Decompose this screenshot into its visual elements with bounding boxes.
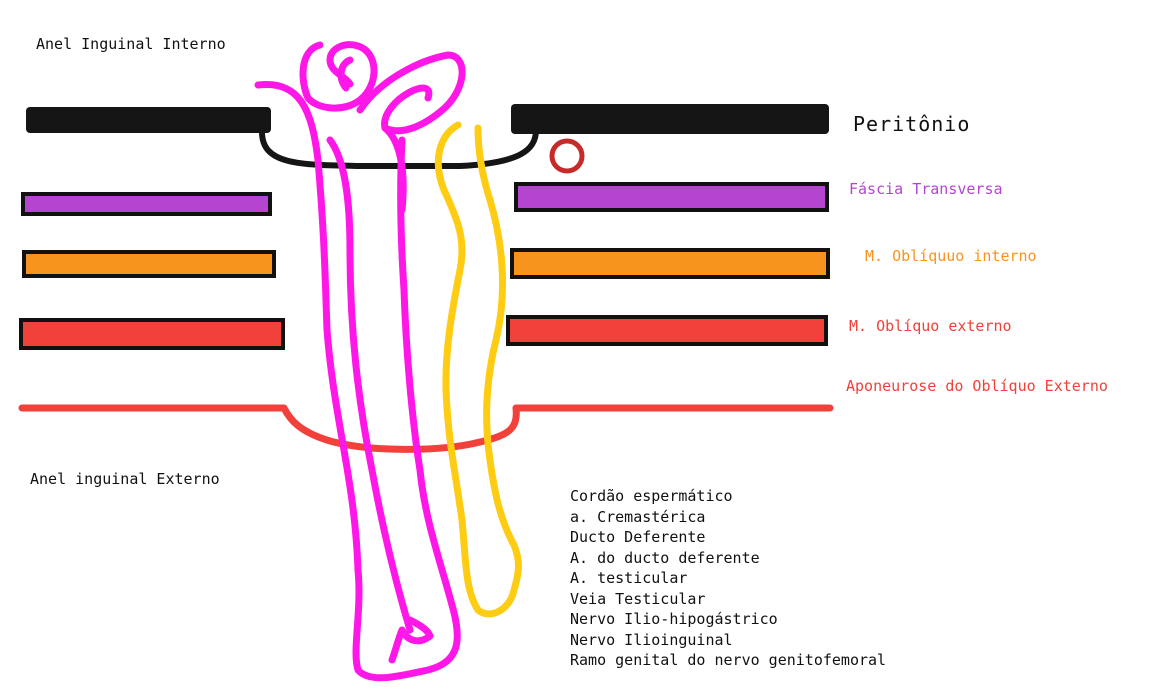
- cord-loop-top: [299, 41, 378, 112]
- cord-loop-inner: [337, 56, 354, 92]
- cord-item: Ducto Deferente: [570, 528, 706, 546]
- fascia-transversa-layer: [21, 182, 829, 216]
- internal-oblique-left: [22, 250, 276, 278]
- external-oblique-right: [506, 315, 828, 346]
- fascia-right: [514, 182, 829, 212]
- external-oblique-layer: [19, 315, 828, 350]
- label-obliquo-interno: M. Oblíquuo interno: [865, 247, 1037, 265]
- peritoneum-curve: [259, 127, 539, 169]
- label-anel-inguinal-interno: Anel Inguinal Interno: [36, 35, 226, 53]
- internal-oblique-right: [510, 248, 830, 279]
- label-anel-inguinal-externo: Anel inguinal Externo: [30, 470, 220, 488]
- cord-loop-right: [356, 51, 466, 135]
- label-aponeurose: Aponeurose do Oblíquo Externo: [846, 377, 1108, 395]
- cord-item: a. Cremastérica: [570, 507, 706, 526]
- cord-bottom-curl: [388, 616, 434, 664]
- yellow-structures: [434, 121, 522, 618]
- cord-item: Nervo Ilio-hipogástrico: [570, 610, 778, 628]
- internal-oblique-layer: [22, 248, 830, 279]
- label-obliquo-externo: M. Oblíquo externo: [849, 317, 1012, 335]
- cord-inner-line-left: [326, 136, 414, 634]
- peritoneum-layer: [26, 104, 829, 169]
- label-peritonio: Peritônio: [853, 112, 971, 136]
- cord-item: Veia Testicular: [570, 589, 706, 608]
- cord-item: Cordão espermático: [570, 487, 733, 505]
- spermatic-cord-contents-list: Cordão espermático a. Cremastérica Ducto…: [570, 486, 886, 671]
- spermatic-cord: [254, 41, 466, 682]
- yellow-strand-outer: [434, 121, 522, 618]
- cord-item: A. do ducto deferente: [570, 548, 760, 567]
- cord-strand-right: [381, 124, 407, 214]
- peritoneum-left: [26, 107, 271, 133]
- cord-item: Nervo Ilioinguinal: [570, 630, 733, 649]
- vessel-ring-icon: [549, 138, 585, 174]
- peritoneum-right: [511, 104, 829, 134]
- cord-outline-left: [254, 80, 461, 682]
- cord-item: Ramo genital do nervo genitofemoral: [570, 651, 887, 669]
- external-oblique-left: [19, 318, 285, 350]
- cord-item: A. testicular: [570, 569, 688, 587]
- aponeurosis-line: [18, 404, 834, 453]
- fascia-left: [21, 192, 272, 216]
- label-fascia-transversa: Fáscia Transversa: [849, 180, 1003, 198]
